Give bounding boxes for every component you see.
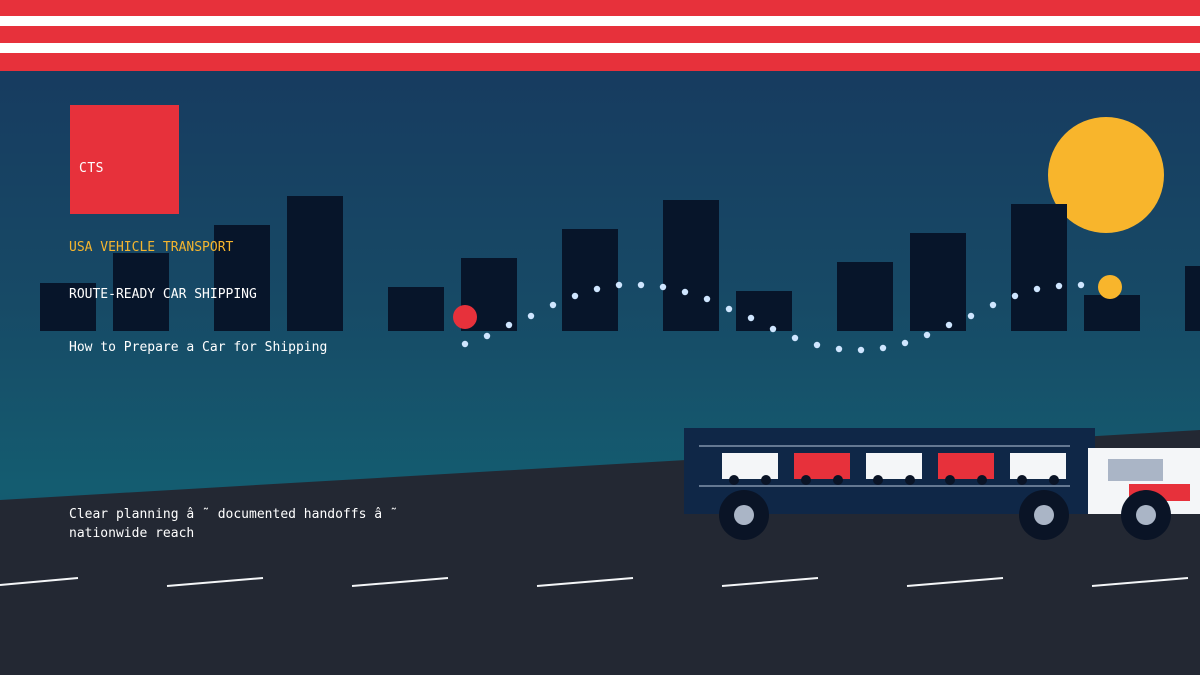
carried-car-wheels — [729, 475, 1059, 485]
footer-tagline: Clear planning â ˜ documented handoffs â… — [69, 507, 398, 541]
truck-wheels — [719, 490, 1171, 540]
route-dot — [747, 314, 755, 322]
route-start-icon — [453, 305, 477, 329]
car-carrier-truck-icon — [684, 428, 1200, 540]
route-dot — [725, 305, 733, 313]
lane-dash — [1091, 577, 1189, 587]
route-dot — [549, 301, 557, 309]
route-dot — [681, 288, 689, 296]
route-dot — [483, 332, 491, 340]
logo: CTS — [70, 105, 179, 214]
article-title: How to Prepare a Car for Shipping — [69, 340, 328, 355]
building — [287, 196, 343, 331]
brand-tagline: USA VEHICLE TRANSPORT — [69, 240, 234, 255]
building — [113, 253, 169, 331]
lane-dash — [0, 577, 79, 586]
sun-icon — [1048, 117, 1164, 233]
route-dot — [1011, 292, 1019, 300]
lane-dash — [721, 577, 819, 587]
route-dot — [1033, 285, 1041, 293]
stripe-white-top — [0, 16, 1200, 26]
building — [388, 287, 444, 331]
route-dot — [769, 325, 777, 333]
route-dot — [967, 312, 975, 320]
route-dot — [901, 339, 909, 347]
carried-car — [866, 453, 922, 479]
header-stripes — [0, 0, 1200, 71]
logo-text: CTS — [79, 161, 104, 176]
building — [837, 262, 893, 331]
headline: ROUTE-READY CAR SHIPPING — [69, 287, 257, 302]
lane-dash — [906, 577, 1004, 587]
lane-markings — [0, 577, 1189, 587]
carried-car — [722, 453, 778, 479]
route-dot — [1055, 282, 1063, 290]
route-dot — [835, 345, 843, 353]
building — [40, 283, 96, 331]
route-end-icon — [1098, 275, 1122, 299]
building — [910, 233, 966, 331]
lane-dash — [166, 577, 264, 587]
building — [562, 229, 618, 331]
route-dot — [923, 331, 931, 339]
building — [663, 200, 719, 331]
carried-car — [938, 453, 994, 479]
route-dot — [527, 312, 535, 320]
route-dot — [571, 292, 579, 300]
building — [1011, 204, 1067, 331]
route-dot — [857, 346, 865, 354]
cab-window — [1108, 459, 1163, 481]
route-dot — [637, 281, 645, 289]
route-dot — [945, 321, 953, 329]
route-dot — [505, 321, 513, 329]
stripe-white-bottom — [0, 43, 1200, 53]
route-dot — [1077, 281, 1085, 289]
building — [214, 225, 270, 331]
building — [1185, 266, 1200, 331]
route-path — [461, 281, 1085, 354]
route-dot — [615, 281, 623, 289]
lane-dash — [351, 577, 449, 587]
building — [736, 291, 792, 331]
route-dot — [791, 334, 799, 342]
route-dot — [593, 285, 601, 293]
carried-car — [794, 453, 850, 479]
building — [1084, 295, 1140, 331]
route-dot — [461, 340, 469, 348]
route-dot — [703, 295, 711, 303]
carried-car — [1010, 453, 1066, 479]
route-dot — [659, 283, 667, 291]
route-dot — [989, 301, 997, 309]
city-skyline — [40, 196, 1200, 331]
route-dot — [813, 341, 821, 349]
lane-dash — [536, 577, 634, 587]
route-dot — [879, 344, 887, 352]
